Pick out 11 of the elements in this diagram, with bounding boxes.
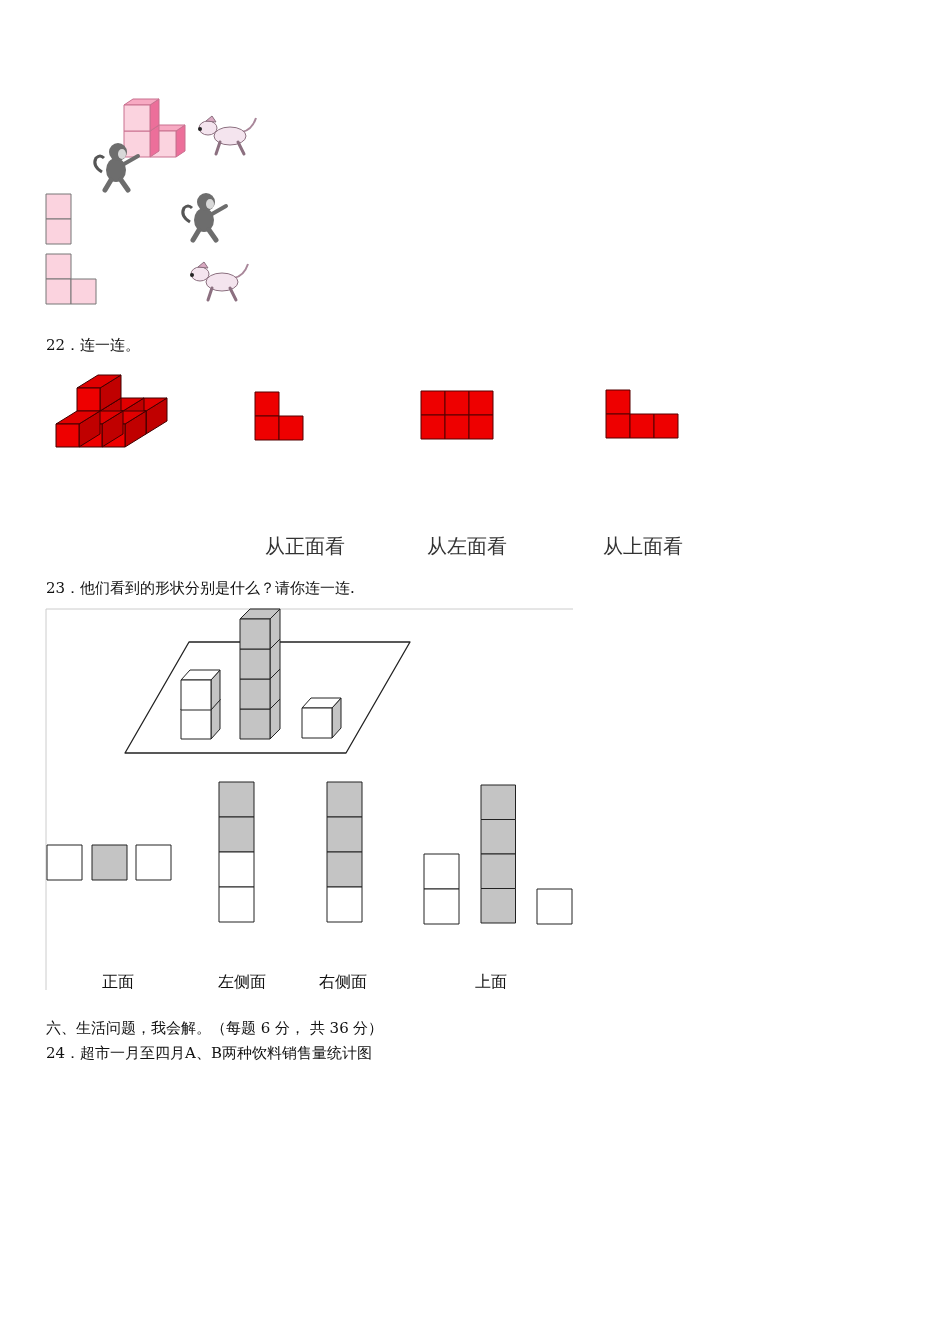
view-label: 右侧面	[319, 972, 367, 992]
question-text: 24．超市一月至四月A、B两种饮料销售量统计图	[46, 1044, 372, 1062]
view-label: 左侧面	[218, 972, 266, 992]
view-label: 上面	[475, 972, 507, 992]
view-label: 从正面看	[265, 534, 345, 558]
question-text: 22．连一连。	[46, 336, 141, 354]
section-heading: 六、生活问题，我会解。（每题 6 分， 共 36 分）	[46, 1019, 384, 1037]
view-label: 正面	[102, 972, 134, 992]
view-label: 从左面看	[427, 534, 507, 558]
question-text: 23．他们看到的形状分别是什么？请你连一连.	[46, 579, 355, 597]
view-label: 从上面看	[603, 534, 683, 558]
